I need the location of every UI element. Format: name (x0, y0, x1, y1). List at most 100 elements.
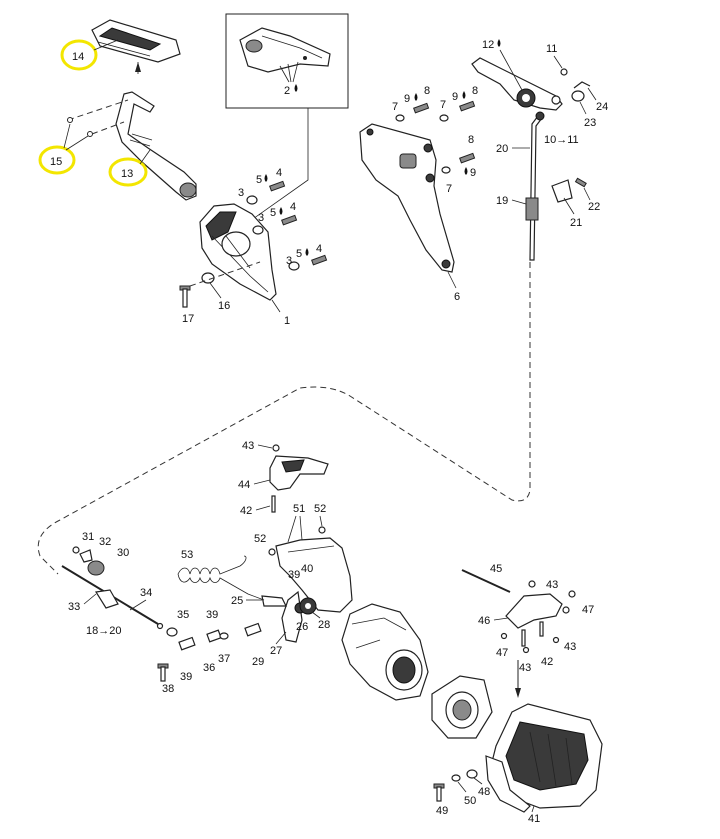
callout-16: 16 (218, 300, 230, 312)
callout-8a: 8 (424, 85, 430, 97)
fastener-set-a (246, 180, 328, 271)
reverse-gate (485, 703, 603, 813)
callout-3b: 3 (258, 212, 264, 224)
callout-4b: 4 (290, 201, 296, 213)
callout-4a: 4 (276, 167, 282, 179)
callout-3c: 3 (286, 255, 292, 267)
callout-40: 40 (301, 563, 313, 575)
callout-52b: 52 (254, 533, 266, 545)
callout-8c: 8 (468, 134, 474, 146)
screw-42 (271, 495, 276, 513)
shift-cable (61, 546, 164, 630)
highlight-ring-14 (60, 39, 98, 71)
jet-pump-housing (341, 603, 429, 701)
callout-43c: 43 (564, 641, 576, 653)
callout-32: 32 (99, 536, 111, 548)
callout-5b: 5 (270, 207, 276, 219)
callout-15: 15 (50, 156, 62, 168)
reverse-lever-assembly (275, 537, 353, 643)
callout-9c: 9 (470, 167, 476, 179)
callout-8b: 8 (472, 85, 478, 97)
fastener-set-d (157, 622, 262, 682)
pedal-cover (91, 19, 181, 63)
callout-33: 33 (68, 601, 80, 613)
callout-26: 26 (296, 621, 308, 633)
callout-50: 50 (464, 795, 476, 807)
callout-43d: 43 (519, 662, 531, 674)
callout-11: 11 (546, 43, 557, 55)
control-rod (525, 111, 545, 261)
callout-22: 22 (588, 201, 600, 213)
mounting-bracket (359, 123, 455, 273)
callout-12: 12 (482, 39, 494, 51)
callout-39c: 39 (180, 671, 192, 683)
callout-4c: 4 (316, 243, 322, 255)
callout-41: 41 (528, 813, 540, 825)
callout-24: 24 (596, 101, 608, 113)
callout-37: 37 (218, 653, 230, 665)
callout-36: 36 (203, 662, 215, 674)
retaining-clip (551, 179, 573, 203)
callout-7b: 7 (440, 99, 446, 111)
callout-34: 34 (140, 587, 152, 599)
pedal-arm (115, 91, 197, 201)
callout-5a: 5 (256, 174, 262, 186)
upper-mount-plate (269, 444, 329, 491)
link-rod-45 (461, 569, 511, 593)
callout-39b: 39 (206, 609, 218, 621)
callout-52a: 52 (314, 503, 326, 515)
callout-39a: 39 (288, 569, 300, 581)
callout-18: 18→20 (86, 625, 121, 637)
callout-43a: 43 (242, 440, 254, 452)
callout-9b: 9 (452, 91, 458, 103)
callout-29: 29 (252, 656, 264, 668)
callout-23: 23 (584, 117, 596, 129)
fastener-set-c (571, 81, 591, 102)
callout-51: 51 (293, 503, 305, 515)
callout-47b: 47 (496, 647, 508, 659)
lever-arm (471, 57, 563, 111)
inset-bracket (239, 27, 331, 83)
callout-20: 20 (496, 143, 508, 155)
pedal-support (199, 203, 277, 301)
callout-48: 48 (478, 786, 490, 798)
callout-43b: 43 (546, 579, 558, 591)
callout-21: 21 (570, 217, 582, 229)
callout-49: 49 (436, 805, 448, 817)
callout-7a: 7 (392, 101, 398, 113)
callout-25: 25 (231, 595, 243, 607)
callout-27: 27 (270, 645, 282, 657)
fastener-set-b (395, 100, 476, 174)
callout-5c: 5 (296, 248, 302, 260)
callout-42a: 42 (240, 505, 252, 517)
callout-1: 1 (284, 315, 290, 327)
callout-44: 44 (238, 479, 250, 491)
callout-45: 45 (490, 563, 502, 575)
callout-6: 6 (454, 291, 460, 303)
callout-42b: 42 (541, 656, 553, 668)
callout-30: 30 (117, 547, 129, 559)
callout-28: 28 (318, 619, 330, 631)
callout-7c: 7 (446, 183, 452, 195)
callout-14: 14 (72, 51, 84, 63)
callout-19: 19 (496, 195, 508, 207)
callout-53: 53 (181, 549, 193, 561)
grommet-30 (87, 560, 105, 576)
callout-2: 2 (284, 85, 290, 97)
callout-3a: 3 (238, 187, 244, 199)
callout-17: 17 (182, 313, 194, 325)
fastener-set-e (433, 769, 478, 802)
callout-46: 46 (478, 615, 490, 627)
highlight-ring-13 (108, 157, 148, 187)
callout-13: 13 (121, 168, 133, 180)
reverse-gate-bracket (505, 580, 576, 647)
oil-drop-icon (294, 84, 298, 92)
callout-31: 31 (82, 531, 94, 543)
callout-35: 35 (177, 609, 189, 621)
return-spring (177, 555, 265, 601)
callout-10: 10→11 (544, 134, 579, 146)
cable-route-line (37, 262, 531, 575)
venturi-ring (431, 675, 493, 739)
